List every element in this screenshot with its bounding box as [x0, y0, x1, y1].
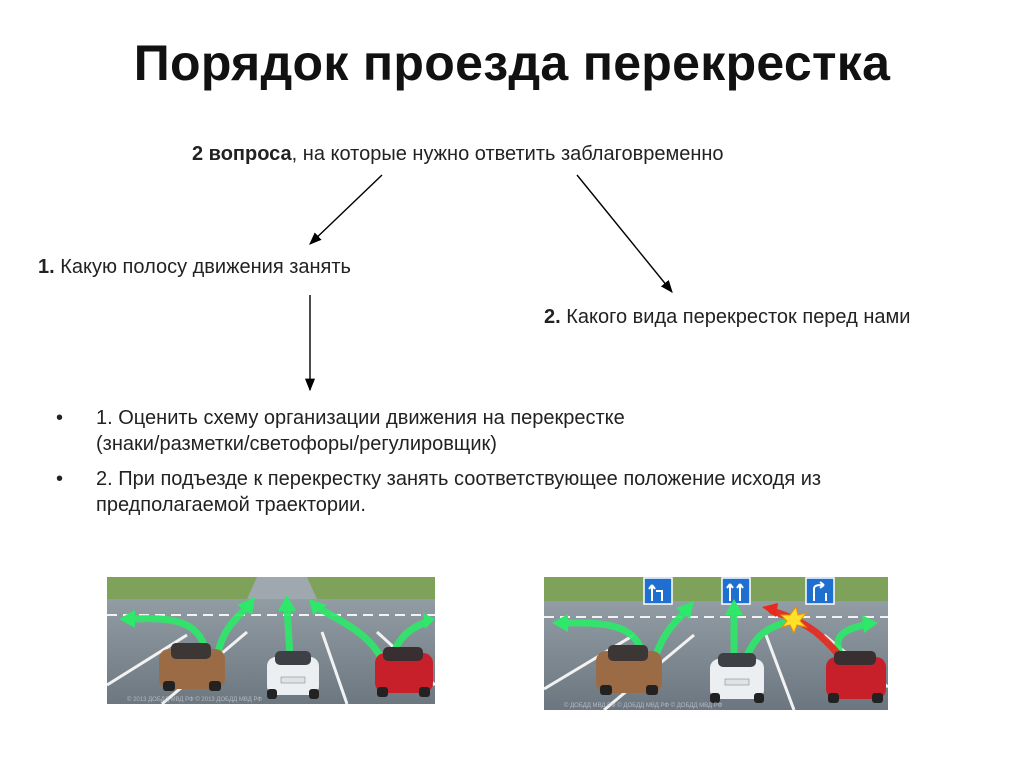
collision-burst-icon	[779, 605, 808, 635]
page-title: Порядок проезда перекрестка	[133, 35, 891, 91]
conflict-arrow-head	[762, 603, 778, 617]
arrow-to-question-1	[309, 174, 383, 245]
bullet-item-2: • 2. При подъезде к перекрестку занять с…	[50, 466, 950, 518]
car-white-middle	[267, 651, 319, 699]
bullet-2-line-1: 2. При подъезде к перекрестку занять соо…	[96, 468, 822, 490]
bullet-list: • 1. Оценить схему организации движения …	[50, 405, 950, 527]
bullet-item-1: • 1. Оценить схему организации движения …	[50, 405, 950, 457]
car-red-right	[826, 651, 886, 703]
bullet-marker: •	[56, 407, 64, 429]
bullet-text: 1. Оценить схему организации движения на…	[96, 405, 625, 457]
subtitle: 2 вопроса, на которые нужно ответить заб…	[192, 143, 724, 166]
watermark-right: © ДОБДД МВД РФ © ДОБДД МВД РФ © ДОБДД МВ…	[564, 702, 723, 709]
arrow-heads	[552, 599, 878, 633]
car-bronze-left	[596, 645, 662, 695]
bullet-1-line-1: 1. Оценить схему организации движения на…	[96, 407, 625, 429]
question-1: 1. Какую полосу движения занять	[38, 256, 351, 279]
sign-right-icon	[805, 577, 835, 605]
question-2-number: 2.	[544, 306, 561, 328]
lane-direction-signs	[643, 577, 835, 605]
arrow-heads	[119, 595, 435, 629]
watermark-left: © 2013 ДОБДД МВД РФ © 2013 ДОБДД МВД РФ	[127, 696, 262, 703]
arrow-to-question-2	[576, 174, 673, 293]
question-2-text: Какого вида перекресток перед нами	[560, 306, 911, 328]
subtitle-bold: 2 вопроса	[192, 143, 292, 165]
bullet-text: 2. При подъезде к перекрестку занять соо…	[96, 466, 821, 518]
car-red-right	[375, 647, 433, 697]
question-1-number: 1.	[38, 256, 55, 278]
grass-far	[544, 577, 888, 601]
car-white-middle	[710, 653, 764, 703]
far-road	[247, 577, 317, 599]
sign-straight-icon	[721, 577, 751, 605]
intersection-photo-left: © 2013 ДОБДД МВД РФ © 2013 ДОБДД МВД РФ	[107, 577, 435, 704]
subtitle-rest: , на которые нужно ответить заблаговреме…	[291, 143, 724, 165]
car-bronze-left	[159, 643, 225, 691]
bullet-1-line-2: (знаки/разметки/светофоры/регулировщик)	[96, 433, 497, 455]
question-1-text: Какую полосу движения занять	[54, 256, 351, 278]
intersection-photo-right: © ДОБДД МВД РФ © ДОБДД МВД РФ © ДОБДД МВ…	[544, 577, 888, 710]
bullet-2-line-2: предполагаемой траектории.	[96, 494, 366, 516]
bullet-marker: •	[56, 468, 64, 490]
question-2: 2. Какого вида перекресток перед нами	[544, 306, 910, 329]
